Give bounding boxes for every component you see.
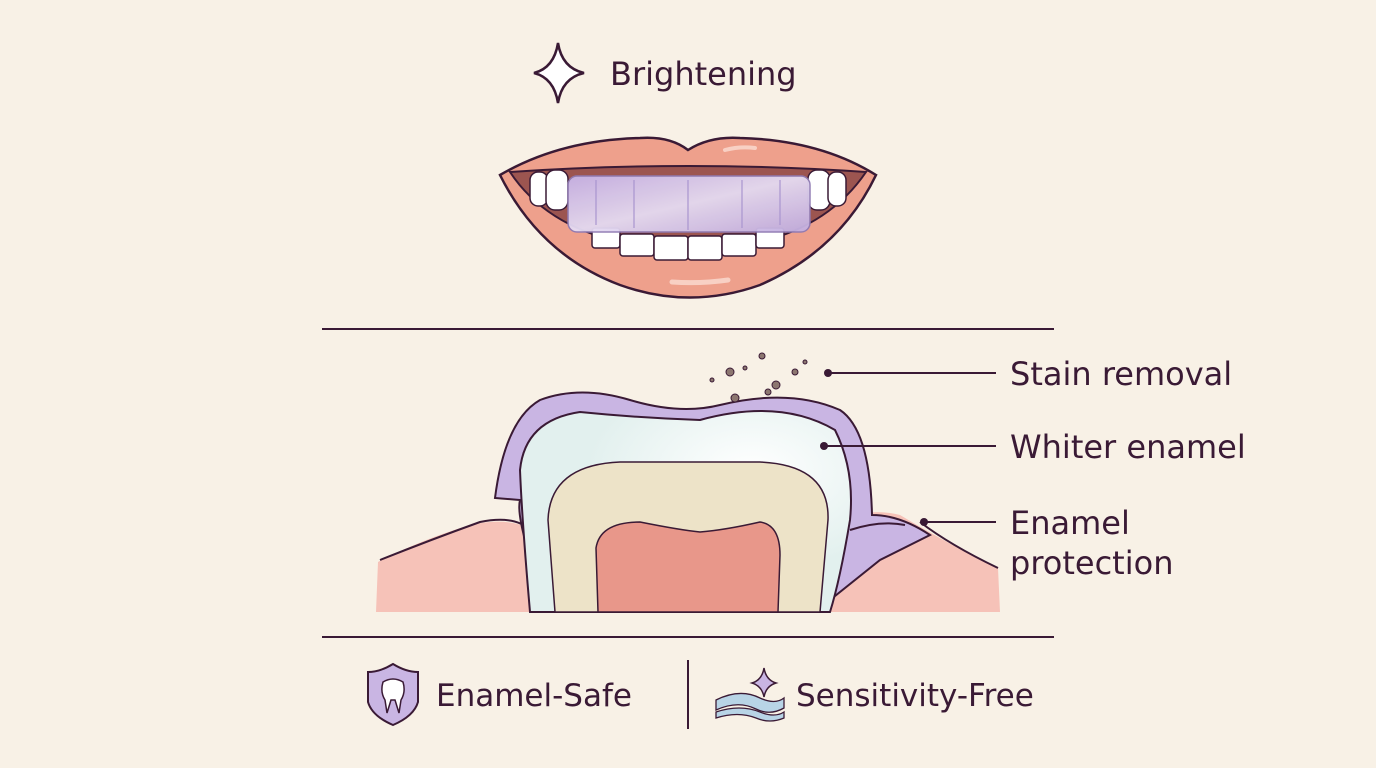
callout-label: Whiter enamel (1010, 428, 1246, 466)
header: Brightening (533, 42, 797, 104)
callout-enamel-protection: Enamel protection (920, 504, 1173, 582)
sparkle-icon (533, 42, 585, 104)
badge-label: Enamel-Safe (436, 678, 632, 714)
badge-enamel-safe: Enamel-Safe (367, 662, 632, 727)
badge-sensitivity-free: Sensitivity-Free (715, 667, 1034, 722)
callout-stain-removal: Stain removal (824, 355, 1232, 393)
header-title: Brightening (610, 55, 797, 93)
badge-label: Sensitivity-Free (796, 678, 1034, 714)
smile-illustration (498, 136, 878, 299)
whitening-tray (567, 175, 811, 233)
pulp (595, 521, 781, 613)
callout-label-line2: protection (1010, 544, 1173, 582)
callout-whiter-enamel: Whiter enamel (820, 428, 1246, 466)
callout-label-line1: Enamel (1010, 504, 1130, 542)
lower-teeth (591, 227, 785, 261)
stain-particles (709, 352, 808, 403)
callout-label: Stain removal (1010, 355, 1232, 393)
upper-teeth (529, 169, 847, 211)
wave-sparkle-icon (715, 667, 785, 722)
tooth-cross-section (376, 352, 1000, 613)
shield-tooth-icon (367, 662, 419, 727)
